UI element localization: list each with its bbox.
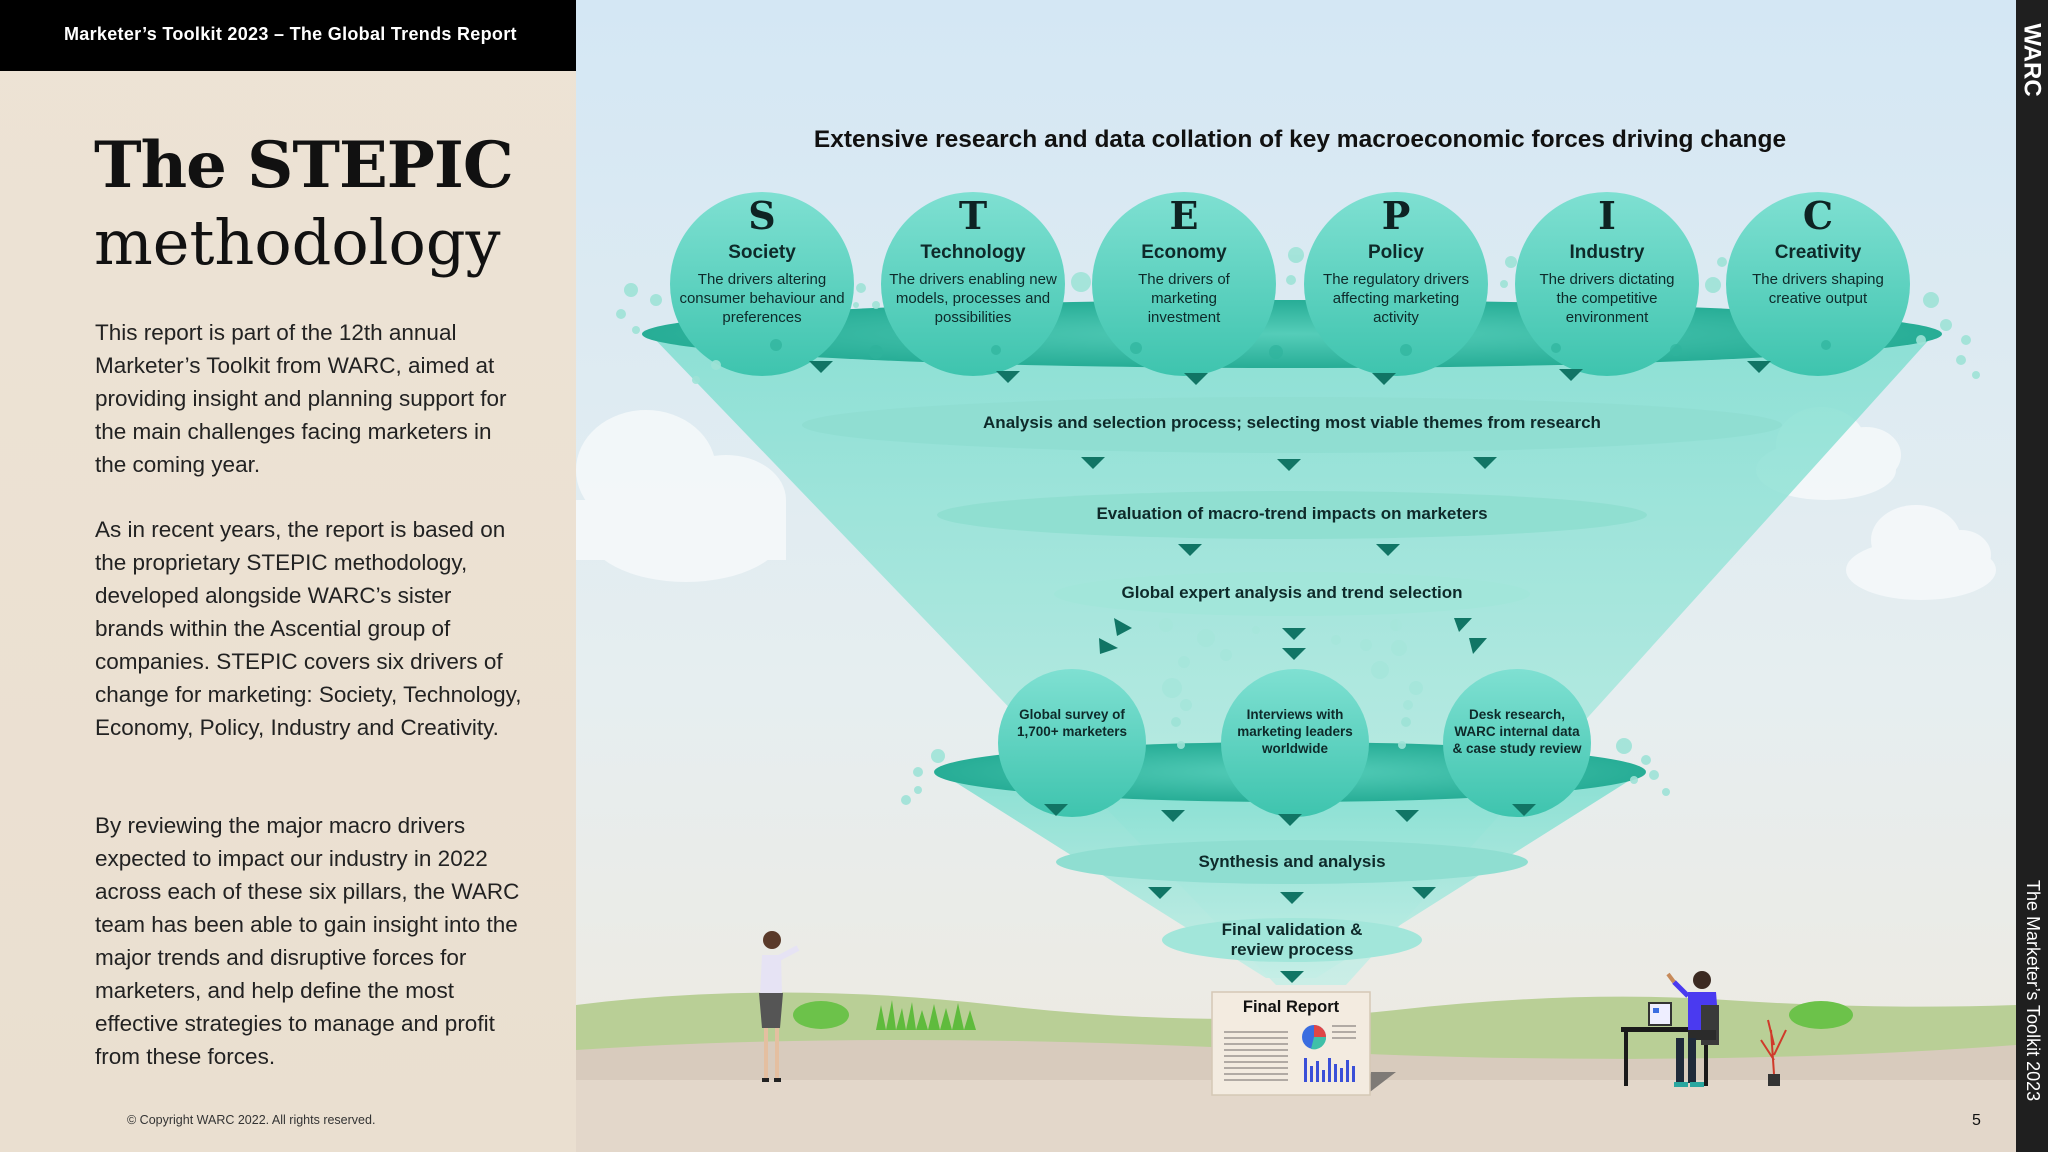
body-paragraph: By reviewing the major macro drivers exp… (95, 813, 520, 1069)
pillar-letter: I (1598, 193, 1616, 238)
pillar-name: Creativity (1774, 242, 1862, 263)
pillar-name: Economy (1141, 242, 1227, 263)
pillar-name: Society (728, 242, 796, 263)
right-brand-strip (2016, 0, 2048, 1152)
stage-global-expert-analysis: Global expert analysis and trend selecti… (1121, 583, 1463, 602)
diagram-title: Extensive research and data collation of… (813, 126, 1787, 153)
stage-synthesis: Synthesis and analysis (1198, 852, 1386, 871)
pillar-circles (670, 192, 1910, 376)
stage-final-validation: Final validation & review process (1221, 920, 1363, 959)
pillar-economy: E Economy The drivers of marketing inves… (1093, 196, 1275, 327)
pillar-letter: P (1381, 193, 1411, 238)
method-interviews: Interviews with marketing leaders worldw… (1237, 707, 1353, 756)
pillar-description: The drivers dictating the competitive en… (1539, 271, 1675, 326)
copyright-notice: © Copyright WARC 2022. All rights reserv… (127, 1113, 376, 1127)
pillar-name: Technology (920, 242, 1026, 263)
pillar-society: S Society The drivers altering consumer … (671, 196, 853, 327)
pillar-description: The drivers enabling new models, process… (889, 271, 1057, 326)
pillar-description: The drivers of marketing investment (1138, 271, 1230, 326)
body-paragraph: This report is part of the 12th annual M… (95, 320, 507, 477)
stage-analysis-selection: Analysis and selection process; selectin… (983, 413, 1601, 432)
pillar-description: The drivers shaping creative output (1752, 271, 1884, 307)
warc-logo: WARC (2016, 0, 2048, 110)
header-bar: Marketer’s Toolkit 2023 – The Global Tre… (0, 0, 576, 71)
stage-macro-trend-evaluation: Evaluation of macro-trend impacts on mar… (1096, 504, 1488, 523)
cloud (576, 410, 786, 582)
pillar-industry: I Industry The drivers dictating the com… (1516, 196, 1698, 327)
pillar-description: The regulatory drivers affecting marketi… (1323, 271, 1469, 326)
page-title-bold: The STEPIC (94, 128, 514, 203)
method-global-survey: Global survey of 1,700+ marketers (1017, 707, 1127, 739)
body-paragraph: As in recent years, the report is based … (95, 517, 522, 740)
pillar-name: Policy (1368, 242, 1424, 263)
diagram-illustration (576, 0, 2016, 1152)
page-number: 5 (1972, 1112, 1981, 1129)
pillar-name: Industry (1569, 242, 1645, 263)
pillar-letter: E (1169, 193, 1199, 238)
woman-figure (759, 931, 800, 1082)
method-circles (998, 669, 1591, 817)
cloud (1846, 505, 1996, 600)
pillar-technology: T Technology The drivers enabling new mo… (882, 196, 1064, 327)
stepic-diagram: Extensive research and data collation of… (576, 0, 2016, 1152)
method-desk-research: Desk research, WARC internal data & case… (1452, 707, 1582, 756)
pillar-description: The drivers altering consumer behaviour … (679, 271, 845, 326)
flow-arrows (809, 361, 1771, 660)
side-title-text: The Marketer’s Toolkit 2023 (2023, 880, 2043, 1102)
man-at-desk (1621, 971, 1787, 1087)
final-report-document (1211, 991, 1396, 1096)
page-title-regular: methodology (94, 206, 501, 279)
pillar-letter: S (748, 193, 776, 238)
pillar-creativity: C Creativity The drivers shaping creativ… (1727, 196, 1909, 308)
left-panel: Marketer’s Toolkit 2023 – The Global Tre… (0, 0, 576, 1152)
pillar-letter: C (1802, 193, 1834, 238)
final-report-label: Final Report (1242, 998, 1340, 1016)
report-header-title: Marketer’s Toolkit 2023 – The Global Tre… (64, 24, 517, 44)
pillar-letter: T (958, 193, 988, 238)
side-title: The Marketer’s Toolkit 2023 (2016, 880, 2048, 1140)
warc-logo-text: WARC (2019, 23, 2047, 97)
pillar-policy: P Policy The regulatory drivers affectin… (1305, 196, 1487, 327)
